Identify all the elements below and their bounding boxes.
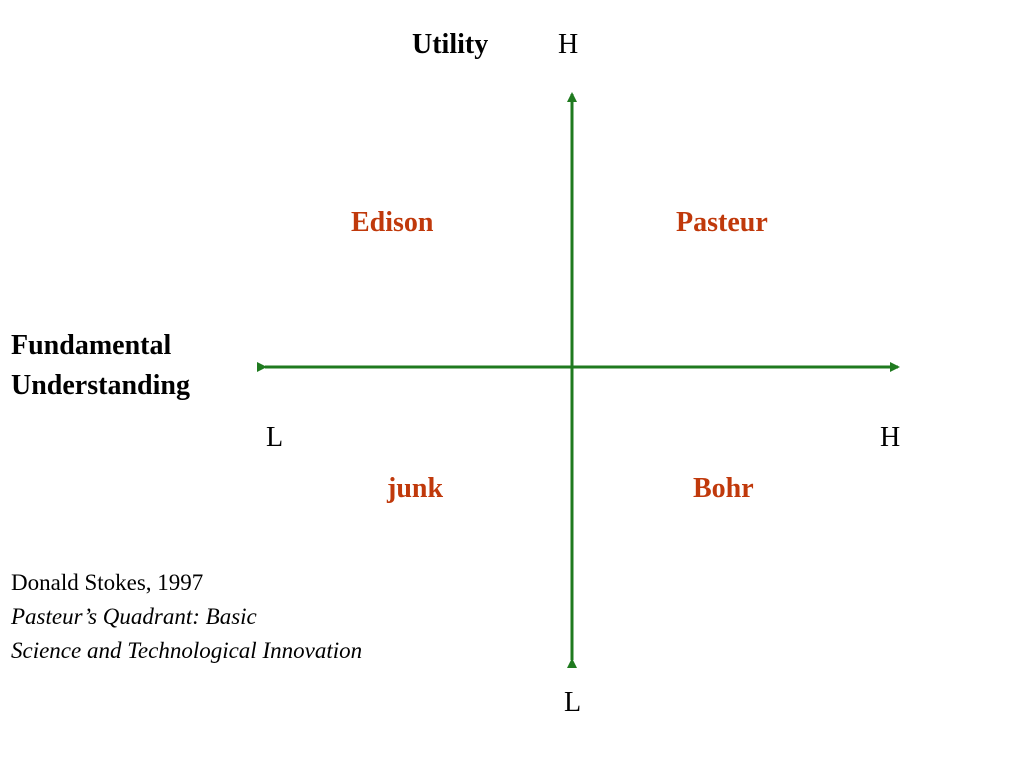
quadrant-label-bottom-left: junk: [387, 473, 444, 504]
quadrant-label-top-right: Pasteur: [676, 207, 768, 238]
horizontal-axis-high-label: H: [880, 422, 901, 453]
horizontal-axis-title-line1: Fundamental: [11, 330, 172, 361]
horizontal-axis-title-line2: Understanding: [11, 370, 190, 401]
quadrant-label-top-left: Edison: [351, 207, 434, 238]
citation-author-year: Donald Stokes, 1997: [11, 570, 204, 595]
citation-title-line2: Science and Technological Innovation: [11, 638, 363, 663]
quadrant-label-bottom-right: Bohr: [693, 473, 754, 504]
citation-title-line1: Pasteur’s Quadrant: Basic: [11, 604, 257, 629]
horizontal-axis-title: Fundamental Understanding: [11, 326, 190, 406]
horizontal-axis-low-label: L: [266, 422, 284, 453]
vertical-axis-high-label: H: [558, 29, 579, 60]
vertical-axis-title: Utility: [412, 29, 489, 60]
citation: Donald Stokes, 1997 Pasteur’s Quadrant: …: [11, 566, 362, 668]
vertical-axis-low-label: L: [564, 687, 582, 718]
